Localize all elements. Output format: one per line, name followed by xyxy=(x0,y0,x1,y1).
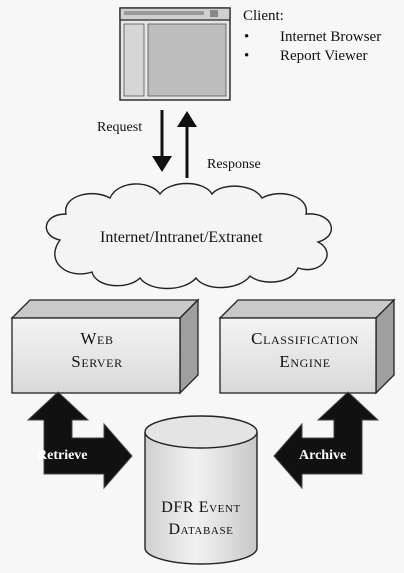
archive-label: Archive xyxy=(299,448,347,463)
web-server-box xyxy=(10,298,200,395)
database-label-line1: DFR Event xyxy=(161,499,241,516)
client-item-report-viewer: Report Viewer xyxy=(244,47,381,66)
database-cylinder-icon xyxy=(144,415,258,565)
classification-engine-label-line2: Engine xyxy=(279,352,331,371)
network-label: Internet/Intranet/Extranet xyxy=(100,229,263,246)
retrieve-label: Retrieve xyxy=(37,448,88,463)
web-server-label: Web Server xyxy=(12,327,182,373)
retrieve-arrow-icon xyxy=(26,391,133,490)
web-server-label-line2: Server xyxy=(71,352,123,371)
classification-engine-label: Classification Engine xyxy=(220,327,390,373)
classification-engine-box xyxy=(218,298,396,395)
response-label: Response xyxy=(207,157,261,172)
network-cloud-icon xyxy=(45,182,332,290)
client-list: Internet Browser Report Viewer xyxy=(244,28,381,66)
database-label: DFR Event Database xyxy=(150,497,252,541)
classification-engine-label-line1: Classification xyxy=(251,329,359,348)
client-title: Client: xyxy=(243,8,284,24)
client-window-icon xyxy=(119,7,231,101)
archive-arrow-icon xyxy=(273,391,380,490)
web-server-label-line1: Web xyxy=(80,329,114,348)
response-arrow-icon xyxy=(177,111,197,178)
request-label: Request xyxy=(97,120,143,135)
request-arrow-icon xyxy=(152,110,172,172)
client-item-internet-browser: Internet Browser xyxy=(244,28,381,47)
database-label-line2: Database xyxy=(168,521,234,538)
